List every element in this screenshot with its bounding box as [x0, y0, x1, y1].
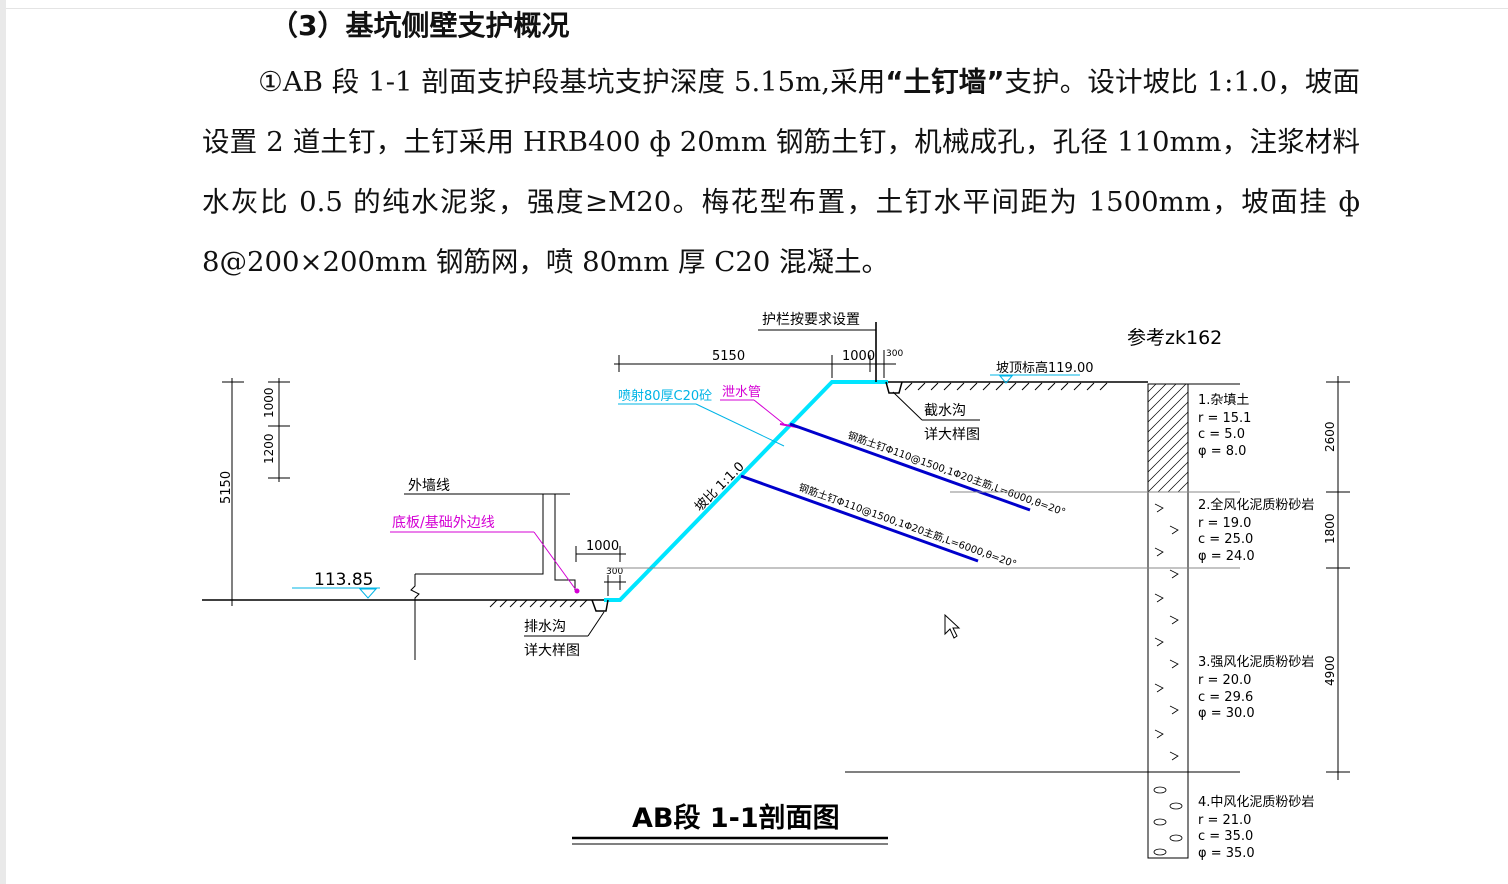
soil-layer-1-r: r = 15.1	[1198, 411, 1251, 426]
soil-layer-1-c: c = 5.0	[1198, 427, 1245, 442]
body-paragraph: ①AB 段 1-1 剖面支护段基坑支护深度 5.15m,采用“土钉墙”支护。设计…	[202, 52, 1360, 292]
outer-wall-line	[415, 493, 576, 590]
weathered-rock-marks	[1153, 503, 1183, 856]
soil-layer-4-r: r = 21.0	[1198, 813, 1251, 828]
drain-pipe-label: 泄水管	[722, 385, 761, 400]
soil-layer-1: 1.杂填土 r = 15.1 c = 5.0 φ = 8.0	[1198, 393, 1251, 459]
section-heading: （3）基坑侧壁支护概况	[270, 9, 570, 42]
intercept-ditch-leader	[892, 391, 923, 421]
soil-layer-2-name: 2.全风化泥质粉砂岩	[1198, 497, 1314, 513]
intercept-ditch-detail: 详大样图	[924, 427, 980, 443]
drain-ditch-label: 排水沟	[524, 619, 566, 635]
soil-layer-2-c: c = 25.0	[1198, 532, 1253, 547]
drain-ditch-leader	[587, 611, 605, 637]
fill-layer-hatch	[1148, 384, 1188, 492]
soil-layer-4-phi: φ = 35.0	[1198, 846, 1255, 861]
section-drawing: 护栏按要求设置 5150 1000 300 坡顶标高119.00 参考zk162…	[202, 312, 1350, 861]
dim-top-ditch: 300	[886, 349, 903, 359]
dim-layer-3: 4900	[1323, 655, 1337, 686]
page-top-rule	[6, 8, 1508, 9]
soil-layer-2-r: r = 19.0	[1198, 516, 1251, 531]
top-elevation-label: 坡顶标高119.00	[996, 360, 1094, 376]
guardrail-label: 护栏按要求设置	[762, 312, 860, 328]
slope-ratio-label: 坡比 1:1.0	[692, 459, 747, 514]
soil-layer-2: 2.全风化泥质粉砂岩 r = 19.0 c = 25.0 φ = 24.0	[1198, 497, 1314, 564]
top-ditch	[885, 381, 903, 394]
bottom-elevation-label: 113.85	[314, 570, 373, 590]
dim-bottom-offset: 1000	[586, 539, 619, 554]
dim-left-upper: 1000	[262, 387, 276, 418]
ground-hatch-bottom	[489, 599, 588, 608]
paragraph-suffix: 支护。设计坡比 1:1.0，坡面设置 2 道土钉，土钉采用 HRB400 ф 2…	[202, 66, 1360, 278]
dim-left-lower: 1200	[262, 433, 276, 464]
figure-title: AB段 1-1剖面图	[632, 802, 840, 834]
dim-depth: 5150	[219, 471, 234, 504]
reference-label: 参考zk162	[1127, 327, 1222, 349]
soil-layer-4-name: 4.中风化泥质粉砂岩	[1198, 795, 1314, 810]
soil-layer-3-name: 3.强风化泥质粉砂岩	[1198, 655, 1314, 670]
paragraph-prefix: ①AB 段 1-1 剖面支护段基坑支护深度 5.15m,采用	[258, 66, 886, 98]
base-line-leader	[533, 531, 577, 591]
soil-layer-3: 3.强风化泥质粉砂岩 r = 20.0 c = 29.6 φ = 30.0	[1198, 655, 1314, 721]
ground-hatch-top	[904, 382, 1108, 391]
bottom-elevation-marker	[358, 588, 378, 599]
bottom-ditch	[591, 599, 609, 612]
soil-layer-3-c: c = 29.6	[1198, 690, 1253, 705]
soil-layer-4-c: c = 35.0	[1198, 829, 1253, 844]
top-elevation-marker	[998, 375, 1014, 384]
intercept-ditch-label: 截水沟	[924, 403, 966, 419]
base-line-label: 底板/基础外边线	[392, 514, 495, 531]
soil-layer-4: 4.中风化泥质粉砂岩 r = 21.0 c = 35.0 φ = 35.0	[1198, 795, 1314, 861]
page-gutter	[0, 0, 6, 884]
slope-face	[604, 380, 888, 602]
soil-layer-1-phi: φ = 8.0	[1198, 444, 1246, 459]
outer-wall-label: 外墙线	[408, 478, 450, 494]
break-symbol	[410, 574, 420, 660]
soil-layer-3-r: r = 20.0	[1198, 673, 1251, 688]
soil-nail-upper	[789, 422, 1031, 512]
dim-layer-2: 1800	[1323, 513, 1337, 544]
soil-layer-1-name: 1.杂填土	[1198, 393, 1249, 408]
soil-nail-lower	[740, 474, 979, 563]
soil-layer-2-phi: φ = 24.0	[1198, 549, 1255, 564]
dim-top-width: 5150	[712, 349, 745, 364]
dim-bottom-ditch: 300	[606, 567, 623, 577]
drain-ditch-detail: 详大样图	[524, 643, 580, 659]
paragraph-emphasis: “土钉墙”	[885, 66, 1005, 98]
mouse-cursor-icon	[944, 613, 961, 639]
shotcrete-label: 喷射80厚C20砼	[618, 388, 712, 404]
soil-layer-3-phi: φ = 30.0	[1198, 706, 1255, 721]
dim-layer-1: 2600	[1323, 421, 1337, 452]
dim-top-offset: 1000	[842, 349, 875, 364]
